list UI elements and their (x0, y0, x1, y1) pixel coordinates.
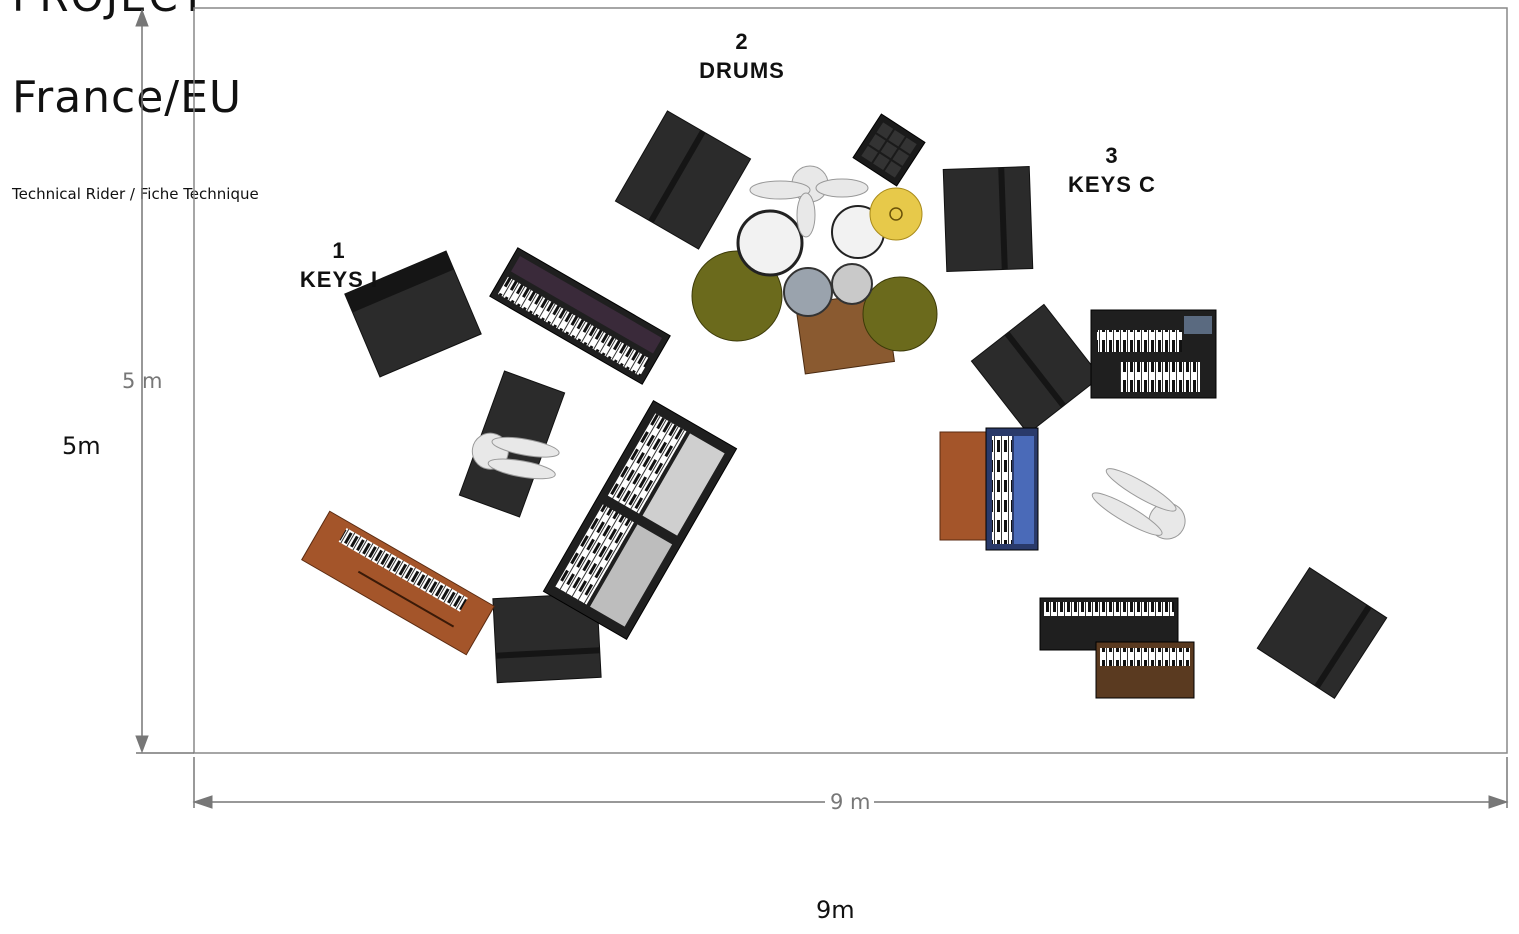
width-dimension-line (192, 757, 1509, 809)
document-region: France/EU (12, 72, 243, 123)
depth-caption: 5m (62, 432, 101, 460)
drum-kit (691, 113, 938, 375)
document-subtitle: Technical Rider / Fiche Technique (12, 185, 259, 203)
drummer-figure (749, 165, 869, 238)
position-label-3: 3 KEYS C (1064, 141, 1160, 199)
keys-player-figure-left (471, 432, 560, 480)
position-number: 2 (735, 29, 749, 54)
synth-blue-keyboard (939, 427, 1039, 551)
tom-drum (783, 267, 833, 317)
amp-drums-right (942, 166, 1034, 272)
depth-dimension-line (135, 8, 194, 754)
width-caption: 9m (816, 896, 855, 924)
tom-drum-2 (831, 263, 873, 305)
position-role: KEYS I (299, 267, 379, 292)
depth-dimension-label: 5 m (122, 369, 163, 393)
amp-keys-c-lower (1256, 566, 1388, 700)
position-label-1: 1 KEYS I (295, 236, 383, 294)
amp-drums-left (614, 110, 752, 250)
amp-keys-c-upper (970, 303, 1102, 435)
organ-keyboard-wood (301, 510, 495, 656)
crash-cymbal-right (862, 276, 938, 352)
position-number: 3 (1105, 143, 1119, 168)
amp-keys-bottom (492, 592, 602, 684)
position-role: DRUMS (699, 58, 785, 83)
position-label-2: 2 DRUMS (692, 27, 792, 85)
modular-synth-rack (542, 400, 738, 640)
snare-drum (736, 209, 804, 277)
amp-keys-left (344, 250, 482, 378)
ride-cymbal (869, 187, 923, 241)
synth-stack-bottom-right (1039, 597, 1195, 699)
document-title: PROJECT (12, 0, 207, 21)
position-role: KEYS C (1068, 172, 1156, 197)
position-number: 1 (332, 238, 346, 263)
width-dimension-label: 9 m (830, 790, 871, 814)
keys-player-figure-right (1091, 468, 1186, 540)
synth-keyboard-top-left (489, 247, 671, 385)
drum-pad (852, 113, 926, 187)
synth-stack-top-right (1090, 309, 1217, 399)
stage-outline (193, 7, 1508, 754)
